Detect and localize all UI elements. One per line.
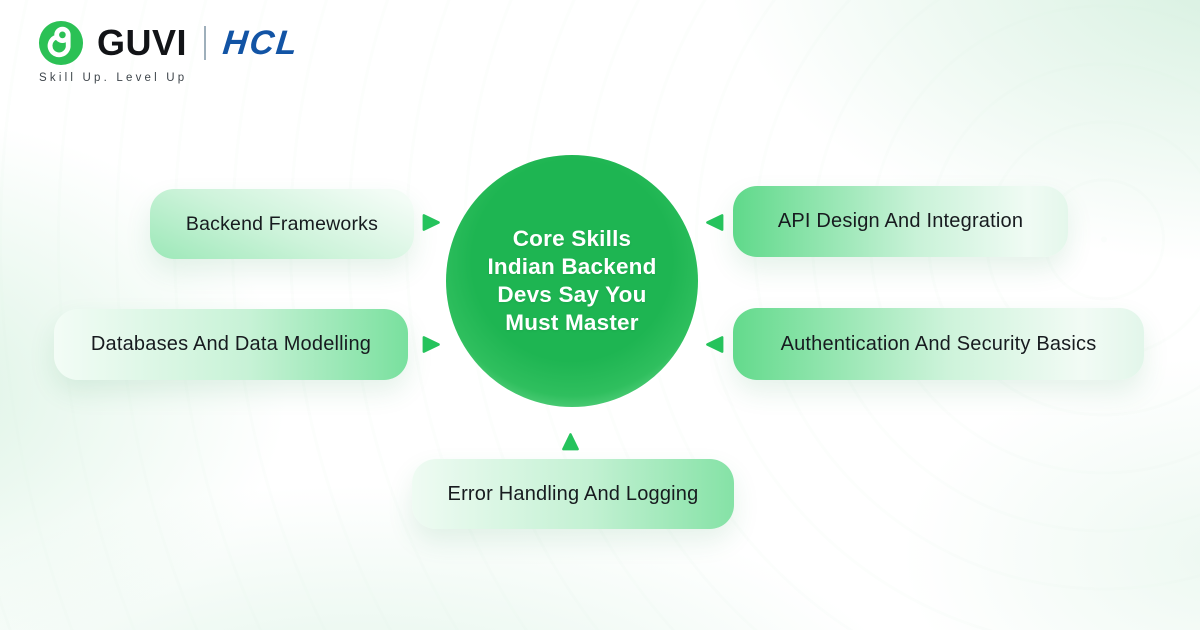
central-topic-line: Devs Say You — [497, 282, 647, 307]
arrow-up-icon — [559, 431, 582, 454]
arrow-left-icon — [704, 333, 727, 356]
arrow-left-icon — [704, 211, 727, 234]
skill-pill-databases-data-modelling: Databases And Data Modelling — [54, 309, 408, 380]
arrow-right-icon — [419, 211, 442, 234]
skill-pill-label: Authentication And Security Basics — [780, 332, 1097, 355]
hcl-wordmark: HCL — [221, 23, 301, 62]
skill-pill-authentication-security: Authentication And Security Basics — [733, 308, 1144, 380]
skill-pill-api-design-integration: API Design And Integration — [733, 186, 1068, 257]
skill-pill-label: Backend Frameworks — [185, 212, 379, 235]
guvi-wordmark: GUVI — [97, 22, 188, 63]
logo-divider — [204, 26, 207, 60]
central-topic-circle: Core Skills Indian Backend Devs Say You … — [446, 155, 698, 407]
guvi-logo-icon — [38, 20, 84, 66]
skill-pill-backend-frameworks: Backend Frameworks — [150, 189, 414, 259]
central-topic-line: Must Master — [505, 310, 639, 335]
skill-pill-error-handling-logging: Error Handling And Logging — [412, 459, 734, 529]
brand-tagline: Skill Up. Level Up — [39, 72, 188, 84]
skill-pill-label: Error Handling And Logging — [447, 482, 699, 505]
brand-logo-group: GUVI HCL — [38, 20, 301, 66]
skill-pill-label: API Design And Integration — [777, 210, 1024, 232]
central-topic-line: Core Skills — [512, 226, 632, 251]
central-topic-line: Indian Backend — [487, 254, 657, 279]
arrow-right-icon — [419, 333, 442, 356]
skill-pill-label: Databases And Data Modelling — [90, 333, 372, 355]
